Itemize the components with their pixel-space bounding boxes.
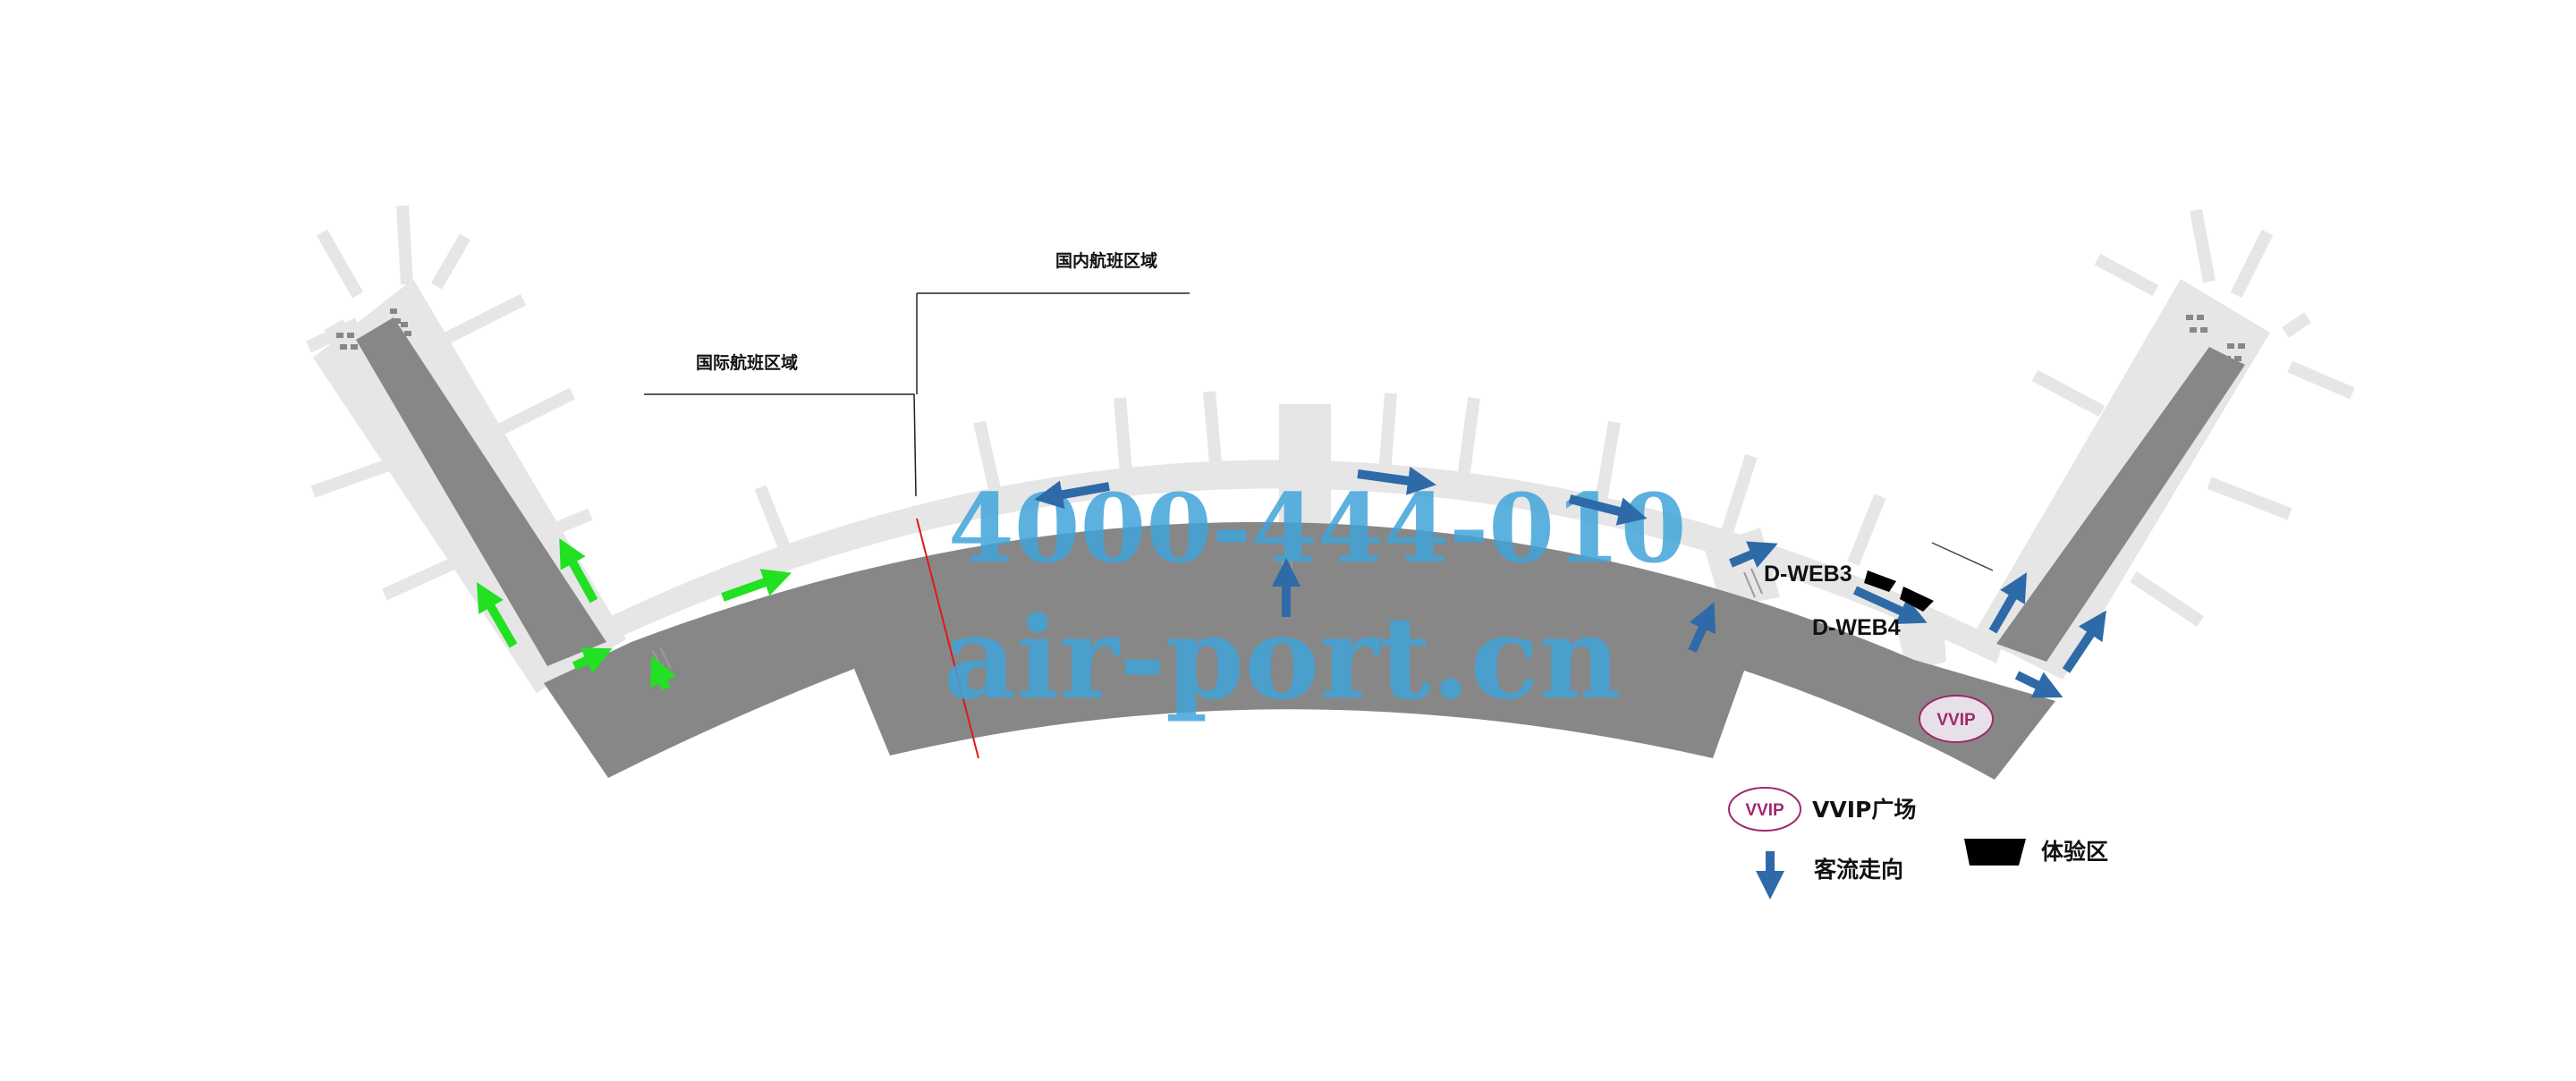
pier-left-gates xyxy=(324,308,411,365)
flow-arrow-icon xyxy=(1729,541,1778,568)
checkpoint-web3-label: D-WEB3 xyxy=(1764,562,1852,587)
experience-zone-icon xyxy=(1964,839,2026,866)
vvip-badge-icon: VVIP xyxy=(1919,695,1994,743)
flow-arrow-icon xyxy=(1357,466,1436,495)
region-divider xyxy=(644,292,1994,759)
svg-text:VVIP: VVIP xyxy=(1936,711,1976,730)
flow-arrow-icon xyxy=(721,569,792,602)
terminal-floor xyxy=(356,317,2245,780)
flow-arrow-icon xyxy=(1034,480,1110,509)
flow-arrow-icon xyxy=(1688,602,1716,654)
experience-zone-icon xyxy=(1900,587,1934,612)
flow-arrow-icon xyxy=(1988,572,2027,634)
flow-arrow-icon xyxy=(476,582,518,648)
legend-vvip: VVIP VVIP广场 xyxy=(1728,787,1916,832)
flow-arrows-blue xyxy=(1034,466,2106,698)
experience-zones xyxy=(1864,570,1934,612)
flow-arrow-icon xyxy=(1852,586,1928,624)
legend-vvip-label: VVIP广场 xyxy=(1812,797,1916,823)
flow-arrow-icon xyxy=(1568,494,1648,526)
flow-arrow-icon xyxy=(572,647,613,674)
checkpoint-web4-label: D-WEB4 xyxy=(1812,615,1901,640)
flow-arrows-green xyxy=(476,538,792,691)
flow-arrow-icon xyxy=(2014,671,2063,698)
pier-right-gates xyxy=(2186,315,2245,361)
region-domestic-label: 国内航班区域 xyxy=(1055,250,1157,271)
legend-flow: 客流走向 xyxy=(1755,851,1903,900)
flow-arrow-icon xyxy=(650,655,677,691)
flow-arrow-icon xyxy=(559,538,598,604)
legend: VVIP VVIP广场 客流走向 体验区 xyxy=(1728,787,2108,900)
vvip-badge-icon xyxy=(1728,787,1801,832)
region-international-label: 国际航班区域 xyxy=(696,352,798,373)
watermark-phone: 4000-444-010 xyxy=(948,472,1687,584)
legend-experience: 体验区 xyxy=(1964,839,2108,866)
legend-flow-label: 客流走向 xyxy=(1814,857,1903,883)
svg-text:VVIP: VVIP xyxy=(1745,801,1784,820)
flow-arrow-icon xyxy=(2062,610,2106,673)
legend-experience-label: 体验区 xyxy=(2041,839,2108,865)
experience-zone-icon xyxy=(1864,570,1896,592)
